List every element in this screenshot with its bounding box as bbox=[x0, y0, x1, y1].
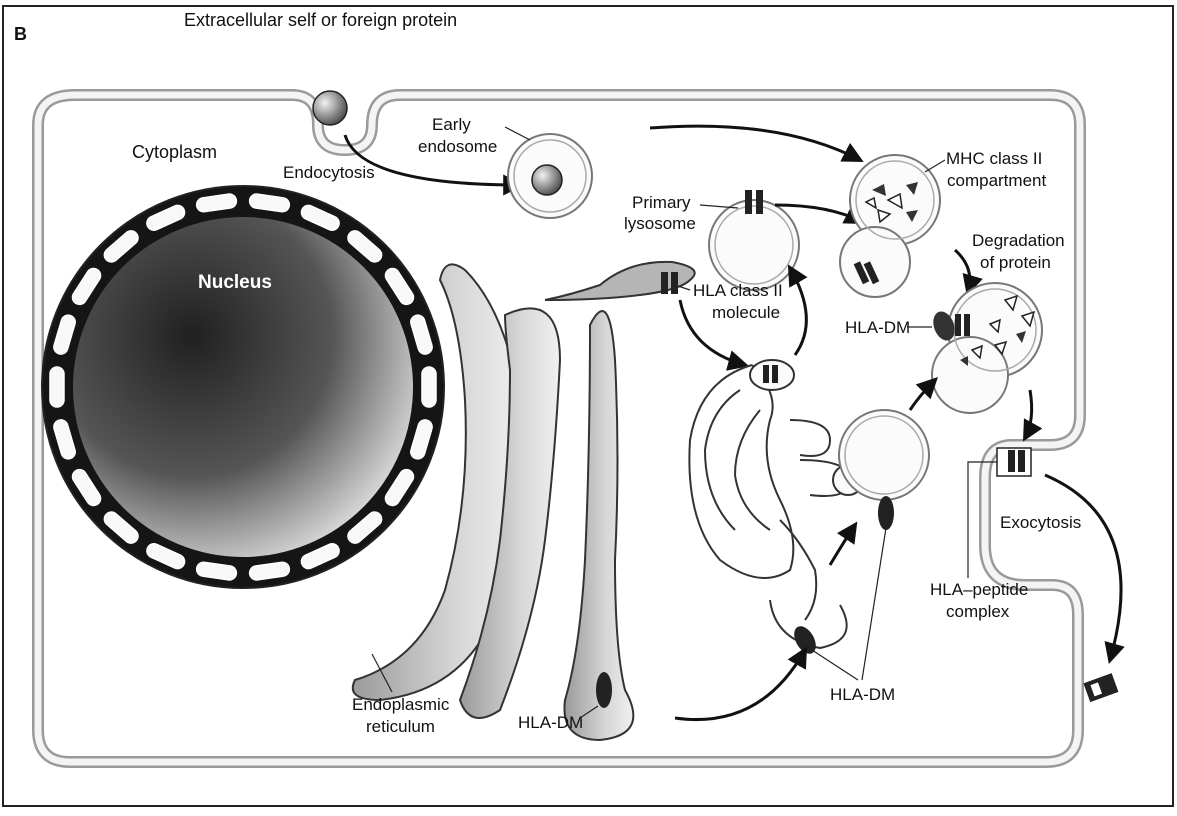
label-hla-peptide-2: complex bbox=[946, 602, 1010, 621]
nuclear-pore bbox=[422, 367, 436, 407]
hla-peptide-complex-surface bbox=[997, 448, 1031, 476]
nucleus bbox=[42, 186, 444, 588]
label-hla-dm-compartment: HLA-DM bbox=[845, 318, 910, 337]
label-endocytosis: Endocytosis bbox=[283, 163, 375, 182]
label-hla-class-ii-1: HLA class II bbox=[693, 281, 783, 300]
nuclear-pore bbox=[50, 367, 64, 407]
early-endosome bbox=[508, 134, 592, 218]
label-degradation-2: of protein bbox=[980, 253, 1051, 272]
label-hla-peptide-1: HLA–peptide bbox=[930, 580, 1028, 599]
label-primary-lysosome-1: Primary bbox=[632, 193, 691, 212]
label-extracellular: Extracellular self or foreign protein bbox=[184, 10, 457, 30]
label-hla-class-ii-2: molecule bbox=[712, 303, 780, 322]
label-hla-dm-er: HLA-DM bbox=[518, 713, 583, 732]
label-cytoplasm: Cytoplasm bbox=[132, 142, 217, 162]
label-early-endosome-2: endosome bbox=[418, 137, 497, 156]
label-er-1: Endoplasmic bbox=[352, 695, 450, 714]
label-degradation-1: Degradation bbox=[972, 231, 1065, 250]
panel-letter: B bbox=[14, 24, 27, 44]
label-er-2: reticulum bbox=[366, 717, 435, 736]
hla-dm-er-marker bbox=[596, 672, 612, 708]
label-primary-lysosome-2: lysosome bbox=[624, 214, 696, 233]
label-mhc-compartment-1: MHC class II bbox=[946, 149, 1042, 168]
extracellular-protein bbox=[313, 91, 347, 125]
label-nucleus: Nucleus bbox=[198, 272, 272, 293]
label-hla-dm-golgi: HLA-DM bbox=[830, 685, 895, 704]
label-mhc-compartment-2: compartment bbox=[947, 171, 1046, 190]
label-early-endosome-1: Early bbox=[432, 115, 471, 134]
label-exocytosis: Exocytosis bbox=[1000, 513, 1081, 532]
